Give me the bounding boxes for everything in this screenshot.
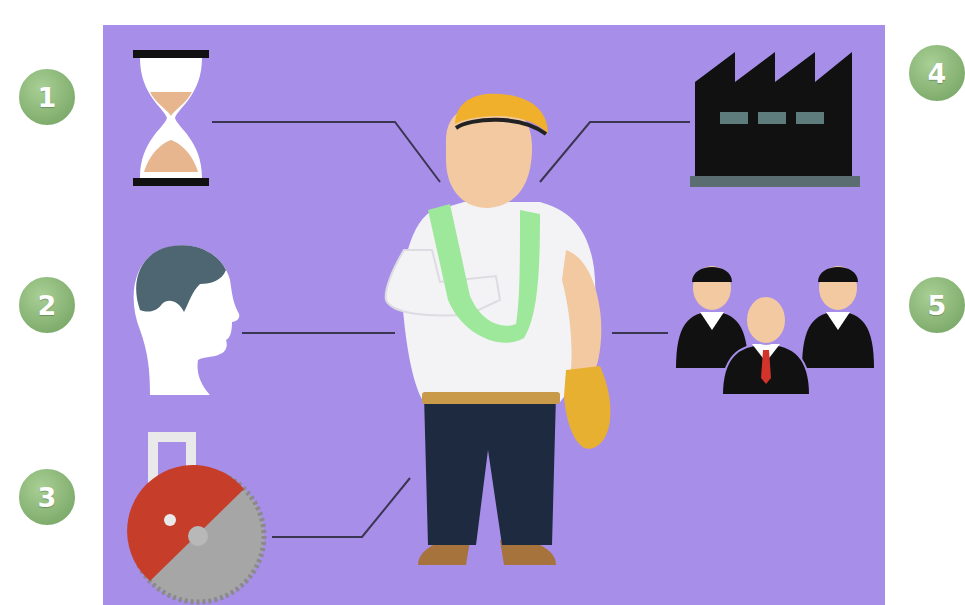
panel-background bbox=[103, 25, 885, 605]
factory-icon bbox=[690, 52, 860, 187]
leader-line bbox=[212, 122, 440, 182]
saw-knob bbox=[164, 514, 176, 526]
saw-hub bbox=[188, 526, 208, 546]
people-group-icon bbox=[676, 266, 874, 395]
worker-belt bbox=[422, 392, 560, 404]
callout-circle: 2 bbox=[14, 272, 80, 338]
person-helmet bbox=[692, 267, 732, 282]
person-face bbox=[746, 296, 786, 344]
factory-building bbox=[695, 52, 852, 180]
callout-number: 2 bbox=[38, 292, 57, 319]
callout-number: 5 bbox=[928, 292, 947, 319]
person-face bbox=[819, 266, 857, 310]
injured-worker bbox=[386, 94, 611, 565]
leader-line bbox=[612, 332, 668, 334]
head-profile-icon bbox=[134, 245, 240, 395]
factory-window bbox=[796, 112, 824, 124]
worker-pants bbox=[424, 395, 556, 545]
worker-glove bbox=[564, 366, 610, 449]
callout-circle: 5 bbox=[904, 272, 965, 338]
callout-disc bbox=[17, 67, 77, 127]
worker-arm bbox=[562, 250, 601, 378]
hourglass-glass bbox=[140, 58, 202, 178]
worker-sling bbox=[428, 204, 540, 343]
callout-disc bbox=[907, 275, 965, 335]
hourglass-icon bbox=[133, 50, 209, 186]
person-body bbox=[722, 344, 810, 395]
person-helmet bbox=[818, 267, 858, 282]
callout-number: 1 bbox=[38, 84, 57, 111]
hourglass-sand bbox=[150, 92, 192, 116]
hourglass-sand bbox=[144, 140, 198, 172]
leader-line bbox=[272, 478, 410, 537]
callout-circle: 4 bbox=[904, 40, 965, 106]
person-collar bbox=[700, 312, 724, 330]
factory-window bbox=[720, 112, 748, 124]
hourglass-bar bbox=[133, 50, 209, 58]
person-tie bbox=[761, 350, 771, 384]
hourglass-bar bbox=[133, 178, 209, 186]
callout-circle: 1 bbox=[14, 64, 80, 130]
callout-disc bbox=[17, 467, 77, 527]
worker-helmet bbox=[455, 94, 548, 134]
worker-helmet-brim bbox=[456, 120, 546, 134]
factory-base bbox=[690, 176, 860, 187]
person-face bbox=[693, 266, 731, 310]
person-body bbox=[802, 312, 874, 368]
leader-line bbox=[540, 122, 690, 182]
head-hair bbox=[136, 245, 226, 312]
callout-circle: 3 bbox=[14, 464, 80, 530]
circular-saw-icon bbox=[127, 432, 264, 602]
callout-disc bbox=[907, 43, 965, 103]
callout-number: 3 bbox=[38, 484, 57, 511]
saw-guard bbox=[127, 465, 244, 581]
person-collar bbox=[826, 312, 850, 330]
leader-line bbox=[242, 332, 395, 334]
callout-number: 4 bbox=[928, 60, 947, 87]
callout-disc bbox=[17, 275, 77, 335]
factory-window bbox=[758, 112, 786, 124]
head-silhouette bbox=[134, 245, 240, 395]
